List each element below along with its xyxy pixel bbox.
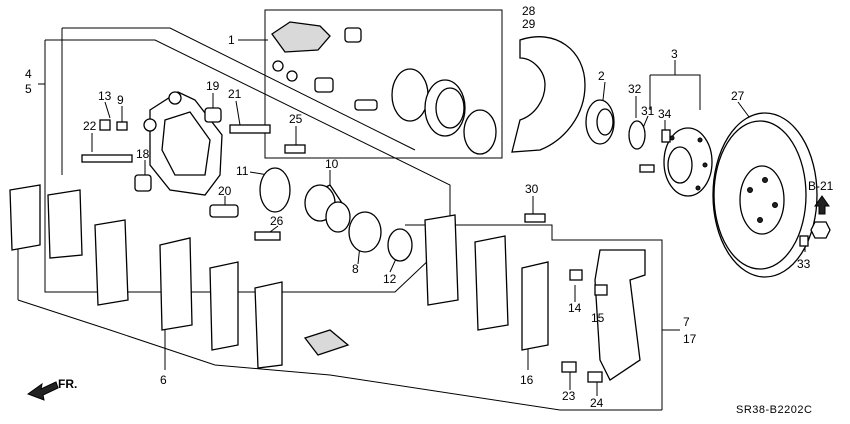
callout-28: 28: [522, 4, 536, 18]
bracket-bolt: [524, 213, 546, 223]
seal-kit: [271, 21, 497, 155]
callout-14: 14: [568, 301, 582, 315]
pad-frame-bottom: [17, 299, 662, 411]
callout-6: 6: [160, 373, 167, 387]
grease-packet: [271, 21, 331, 53]
pad-clip-d: [587, 371, 603, 383]
disc-screw: [799, 235, 809, 247]
group-outlines: [17, 9, 701, 411]
front-hub: [663, 127, 713, 197]
callout-25: 25: [289, 112, 303, 126]
callout-31: 31: [641, 104, 655, 118]
boot-b: [314, 77, 334, 93]
callout-7: 7: [683, 315, 690, 329]
callout-9: 9: [117, 93, 124, 107]
brake-pads: [9, 184, 549, 369]
callout-27: 27: [731, 89, 745, 103]
boot-ring: [387, 228, 413, 262]
caliper-body: [143, 91, 223, 196]
callout-33: 33: [797, 257, 811, 271]
caliper-bracket: [561, 249, 646, 383]
callout-16: 16: [520, 373, 534, 387]
boot-c: [354, 99, 378, 111]
snap-ring: [628, 120, 646, 150]
brake-disc: [712, 112, 818, 278]
callout-15: 15: [591, 311, 605, 325]
pad-clip-b: [594, 284, 608, 296]
pad-shim-packet: [303, 329, 350, 356]
pad-clip-a: [569, 269, 583, 281]
leader-lines: [17, 39, 806, 396]
bleeder-cap: [99, 119, 111, 131]
pin-boot-b: [204, 107, 222, 123]
hub-bolt-a: [661, 129, 671, 143]
hub-bracket: [650, 74, 701, 110]
callout-17: 17: [683, 332, 697, 346]
callout-11: 11: [236, 164, 249, 178]
callout-18: 18: [136, 147, 150, 161]
callout-1: 1: [228, 33, 235, 47]
front-direction-label: FR.: [58, 377, 77, 391]
guide-pin: [229, 124, 271, 134]
callout-30: 30: [525, 182, 539, 196]
spindle-nut: [810, 221, 831, 239]
diagram-code: SR38-B2202C: [736, 404, 812, 416]
hub-bolt-b: [639, 164, 655, 173]
callout-3: 3: [671, 47, 678, 61]
pin-boot-c: [209, 204, 239, 218]
front-direction-arrow-icon: [26, 381, 59, 401]
set-ring: [463, 109, 497, 155]
pad-frame-top: [62, 27, 416, 151]
callout-2: 2: [598, 69, 605, 83]
reference-label: B-21: [808, 179, 834, 193]
bleeder-screw: [116, 121, 128, 131]
piston-seal: [391, 68, 429, 122]
callout-19: 19: [206, 79, 220, 93]
small-seal-b: [286, 70, 298, 82]
callout-10: 10: [325, 157, 339, 171]
callout-5: 5: [25, 82, 32, 96]
callout-4: 4: [25, 67, 32, 81]
callout-26: 26: [270, 214, 284, 228]
dust-boot: [348, 211, 382, 253]
caliper-piston: [304, 184, 351, 233]
callout-labels: 1 2 3 4 5 6 7 8 9 10 11 12 13 14 15 16 1…: [25, 4, 811, 410]
pin-boot: [134, 174, 152, 192]
callout-29: 29: [522, 17, 536, 31]
splash-guard: [511, 36, 586, 153]
boot-a: [344, 27, 362, 43]
hub-bearing: [585, 99, 615, 145]
caliper-pin: [254, 231, 281, 241]
caliper-bolt: [284, 144, 306, 154]
small-seal-a: [272, 60, 284, 72]
callout-34: 34: [658, 107, 672, 121]
pad-clip-c: [561, 361, 577, 373]
callout-23: 23: [562, 389, 576, 403]
callout-12: 12: [383, 272, 397, 286]
piston-seal-ring: [259, 167, 291, 213]
guide-pin-bolt: [81, 154, 133, 163]
callout-20: 20: [218, 184, 232, 198]
callout-32: 32: [628, 82, 642, 96]
callout-24: 24: [590, 396, 604, 410]
callout-22: 22: [83, 119, 97, 133]
callout-21: 21: [228, 87, 242, 101]
callout-8: 8: [352, 262, 359, 276]
bracket-frame: [405, 224, 663, 410]
reference-arrow-icon: [814, 195, 830, 215]
seal-kit-frame: [264, 9, 503, 159]
callout-13: 13: [98, 89, 112, 103]
